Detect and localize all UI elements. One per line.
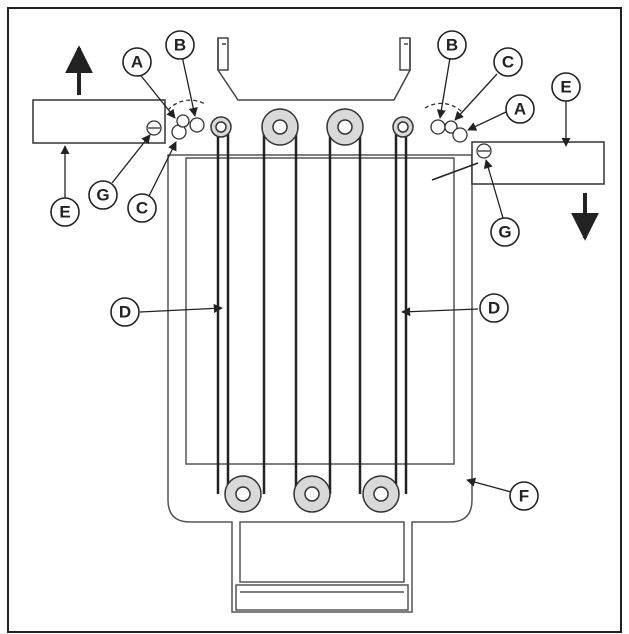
svg-text:C: C bbox=[502, 53, 514, 72]
callout-left-e: E bbox=[50, 197, 80, 227]
svg-text:A: A bbox=[514, 100, 526, 119]
corner-pulleys bbox=[210, 116, 414, 138]
svg-text:F: F bbox=[519, 487, 529, 506]
callouts: A B C E G B C A E G D D F bbox=[50, 30, 581, 511]
callout-left-g: G bbox=[88, 180, 118, 210]
right-belt-exit bbox=[431, 162, 479, 181]
callout-right-c: C bbox=[493, 47, 523, 77]
svg-text:D: D bbox=[119, 303, 131, 322]
svg-text:G: G bbox=[96, 186, 109, 205]
right-rollers bbox=[424, 102, 492, 159]
callout-frame-f: F bbox=[509, 481, 539, 511]
svg-text:D: D bbox=[488, 299, 500, 318]
callout-left-b: B bbox=[165, 30, 195, 60]
svg-text:B: B bbox=[446, 36, 458, 55]
callout-left-c: C bbox=[127, 193, 157, 223]
svg-text:A: A bbox=[131, 53, 143, 72]
callout-right-g: G bbox=[490, 217, 520, 247]
right-plate bbox=[471, 141, 605, 185]
svg-text:C: C bbox=[136, 199, 148, 218]
callout-right-e: E bbox=[551, 72, 581, 102]
left-roller-a bbox=[176, 114, 190, 128]
frame-handle bbox=[235, 521, 409, 611]
leader-lines bbox=[60, 55, 571, 493]
callout-right-d: D bbox=[479, 293, 509, 323]
outer-border bbox=[7, 7, 622, 633]
frame-outline bbox=[167, 154, 473, 613]
right-roller-c bbox=[444, 120, 458, 134]
frame-window bbox=[185, 157, 455, 465]
top-pulleys bbox=[261, 108, 364, 146]
left-plate bbox=[32, 99, 166, 144]
callout-right-b: B bbox=[437, 30, 467, 60]
callout-left-a: A bbox=[122, 47, 152, 77]
callout-right-a: A bbox=[505, 94, 535, 124]
top-mount bbox=[217, 37, 411, 101]
callout-left-d: D bbox=[110, 297, 140, 327]
right-roller-b bbox=[430, 119, 446, 135]
svg-text:G: G bbox=[498, 223, 511, 242]
right-roller-a bbox=[452, 127, 468, 143]
left-roller-b bbox=[189, 117, 205, 133]
belt-strands bbox=[216, 128, 408, 494]
svg-text:E: E bbox=[59, 203, 70, 222]
svg-text:E: E bbox=[560, 78, 571, 97]
left-rollers bbox=[146, 99, 206, 140]
bottom-pulleys bbox=[224, 475, 400, 513]
svg-text:B: B bbox=[174, 36, 186, 55]
